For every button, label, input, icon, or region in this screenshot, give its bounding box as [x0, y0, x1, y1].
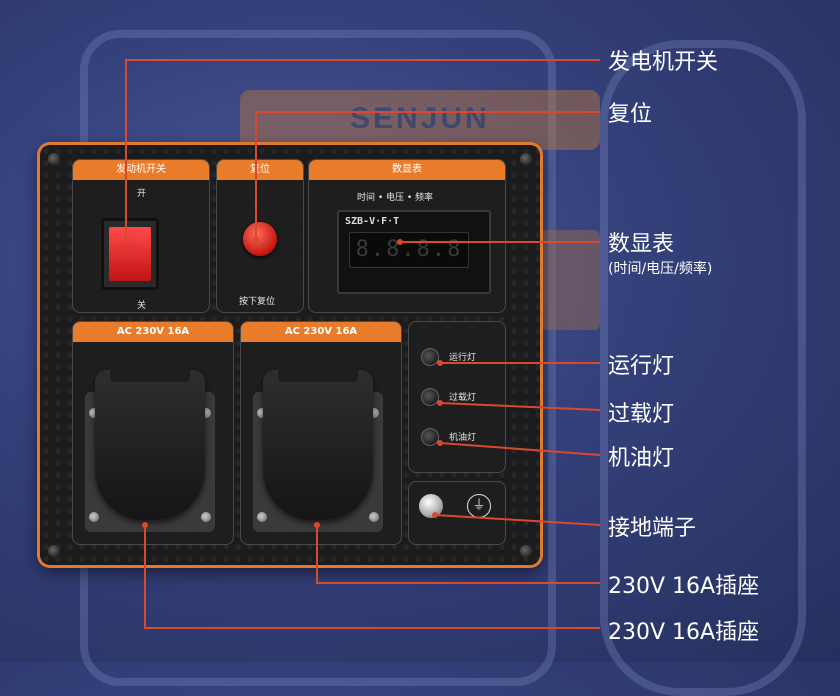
digital-meter: SZB-V·F·T 8.8.8.8 [337, 210, 491, 294]
display-sub-label: 时间 • 电压 • 频率 [357, 193, 434, 203]
callout-ground: 接地端子 [608, 516, 697, 541]
socket-1[interactable] [85, 362, 215, 532]
socket-1-cover[interactable] [95, 370, 205, 520]
socket-box-1: AC 230V 16A [72, 321, 234, 545]
callout-display: 数显表 [608, 232, 675, 257]
callout-display-sub: (时间/电压/频率) [608, 261, 713, 277]
panel-screw [520, 545, 532, 557]
display-header: 数显表 [309, 160, 505, 180]
display-box: 数显表 时间 • 电压 • 频率 SZB-V·F·T 8.8.8.8 [308, 159, 506, 313]
socket-2-header: AC 230V 16A [241, 322, 401, 342]
engine-switch-box: 发动机开关 开 关 [72, 159, 210, 313]
callout-overload-lamp: 过载灯 [608, 402, 675, 427]
socket-1-header: AC 230V 16A [73, 322, 233, 342]
switch-on-label: 开 [137, 189, 147, 199]
brand-logo-plate: SENJUN [240, 90, 600, 150]
callout-run-lamp: 运行灯 [608, 354, 675, 379]
reset-caption: 按下复位 [239, 297, 276, 307]
panel-screw [48, 153, 60, 165]
indicator-box: 运行灯 过载灯 机油灯 [408, 321, 506, 473]
meter-brand: SZB-V·F·T [345, 216, 400, 227]
reset-box: 复位 按下复位 [216, 159, 304, 313]
socket-box-2: AC 230V 16A [240, 321, 402, 545]
switch-off-label: 关 [137, 301, 147, 311]
ground-terminal-post[interactable] [419, 494, 443, 518]
engine-switch-header: 发动机开关 [73, 160, 209, 180]
callout-socket-upper: 230V 16A插座 [608, 574, 760, 599]
callout-reset: 复位 [608, 102, 653, 127]
engine-rocker-switch[interactable] [101, 218, 159, 290]
socket-2[interactable] [253, 362, 383, 532]
panel-screw [48, 545, 60, 557]
generator-side-panel-ghost [540, 230, 600, 330]
panel-screw [520, 153, 532, 165]
oil-lamp-label: 机油灯 [449, 433, 477, 443]
brand-logo-text: SENJUN [350, 102, 490, 135]
socket-2-cover[interactable] [263, 370, 373, 520]
run-lamp-icon [421, 348, 439, 366]
callout-oil-lamp: 机油灯 [608, 446, 675, 471]
reset-button[interactable] [243, 222, 277, 256]
run-lamp-label: 运行灯 [449, 353, 477, 363]
ground-symbol-icon: ⏚ [467, 494, 491, 518]
callout-engine-switch: 发电机开关 [608, 50, 719, 75]
meter-screen: 8.8.8.8 [349, 232, 469, 268]
reset-header: 复位 [217, 160, 303, 180]
control-panel: 发动机开关 开 关 复位 按下复位 数显表 时间 • 电压 • 频率 SZB-V… [40, 145, 540, 565]
oil-lamp-icon [421, 428, 439, 446]
ground-box: ⏚ [408, 481, 506, 545]
callout-socket-lower: 230V 16A插座 [608, 620, 760, 645]
overload-lamp-icon [421, 388, 439, 406]
overload-lamp-label: 过载灯 [449, 393, 477, 403]
